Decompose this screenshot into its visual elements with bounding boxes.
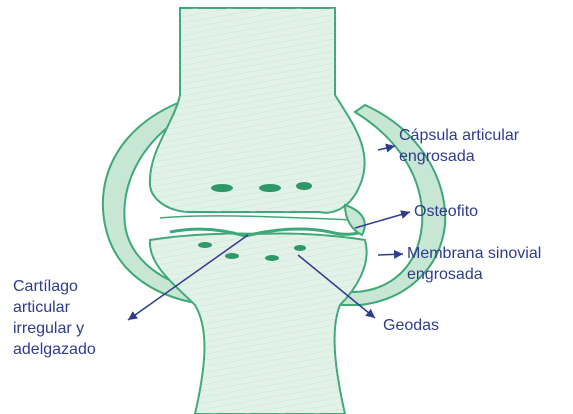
geode: [211, 184, 233, 192]
osteophyte: [345, 205, 365, 235]
geode: [294, 245, 306, 251]
arrow-membrana: [378, 254, 403, 255]
geode: [225, 253, 239, 259]
label-geodas: Geodas: [383, 315, 439, 336]
geode: [198, 242, 212, 248]
geode: [265, 255, 279, 261]
arrow-capsula: [378, 146, 395, 150]
label-cartilago-articular: Cartílago articular irregular y adelgaza…: [13, 276, 96, 360]
geode: [259, 184, 281, 192]
label-capsula-articular: Cápsula articular engrosada: [399, 125, 519, 167]
label-osteofito: Osteofito: [414, 201, 478, 222]
geode: [296, 182, 312, 190]
label-membrana-sinovial: Membrana sinovial engrosada: [407, 243, 541, 285]
